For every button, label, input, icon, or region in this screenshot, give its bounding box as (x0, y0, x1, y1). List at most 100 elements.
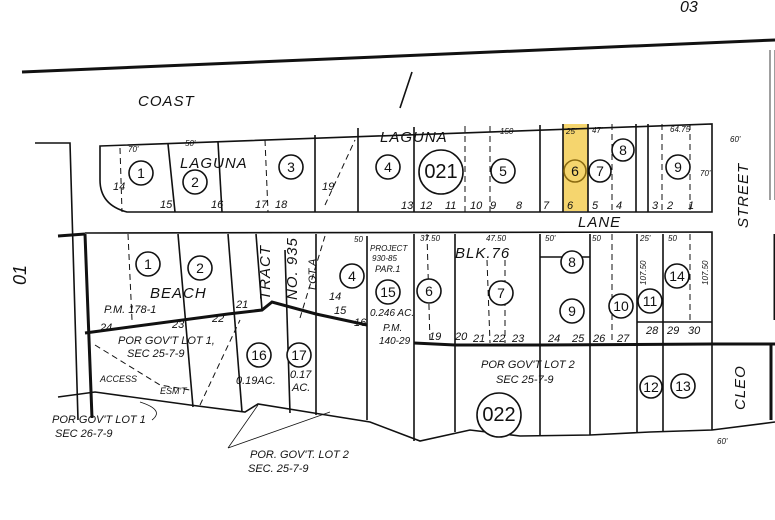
svg-text:107.50: 107.50 (639, 260, 648, 285)
svg-text:2: 2 (196, 260, 204, 276)
svg-text:ESM'T: ESM'T (160, 386, 188, 396)
parcel-circle[interactable]: 1 (128, 160, 154, 186)
svg-text:4: 4 (384, 159, 392, 175)
svg-text:3: 3 (652, 200, 659, 212)
parcel-circle[interactable]: 2 (187, 255, 213, 281)
svg-text:SEC 25-7-9: SEC 25-7-9 (496, 374, 553, 386)
svg-text:10: 10 (470, 200, 483, 212)
parcel-circle[interactable]: 10 (608, 293, 634, 319)
parcel-circle[interactable]: 7 (488, 280, 514, 306)
parcel-circle[interactable]: 14 (664, 263, 690, 289)
svg-text:29: 29 (666, 325, 679, 337)
svg-text:17: 17 (291, 347, 307, 363)
svg-text:14: 14 (113, 181, 125, 193)
side-page-label: 01 (10, 265, 30, 285)
upper-lot-lines (167, 124, 649, 213)
svg-text:19: 19 (322, 181, 334, 193)
svg-text:0.19AC.: 0.19AC. (236, 375, 276, 387)
street-coast: COAST (138, 93, 196, 110)
svg-text:POR. GOV'T. LOT 2: POR. GOV'T. LOT 2 (250, 449, 349, 461)
upper-block-boundary (99, 123, 713, 213)
svg-text:23: 23 (171, 319, 185, 331)
parcel-circle[interactable]: 12 (639, 375, 663, 399)
svg-text:150: 150 (500, 127, 514, 136)
svg-text:12: 12 (420, 200, 432, 212)
svg-text:AC.: AC. (291, 382, 310, 394)
parcel-circle[interactable]: 6 (416, 278, 442, 304)
svg-text:8: 8 (619, 142, 627, 158)
svg-text:7: 7 (596, 163, 604, 179)
svg-text:30: 30 (688, 325, 701, 337)
west-boundary (35, 142, 79, 421)
parcel-circle[interactable]: 7 (588, 159, 612, 183)
parcel-circle[interactable]: 8 (611, 138, 635, 162)
east-street-edge (769, 50, 775, 200)
street-laguna-top: LAGUNA (380, 129, 448, 146)
svg-text:022: 022 (482, 404, 515, 426)
svg-text:SEC 25-7-9: SEC 25-7-9 (127, 348, 184, 360)
survey-mark (399, 71, 413, 109)
svg-text:P.M. 178-1: P.M. 178-1 (104, 304, 156, 316)
svg-text:15: 15 (160, 199, 173, 211)
svg-text:0.246 AC.: 0.246 AC. (370, 308, 414, 319)
svg-text:64.75: 64.75 (670, 125, 691, 134)
parcel-circle[interactable]: 9 (559, 298, 585, 324)
svg-text:15: 15 (334, 305, 347, 317)
block-circle-021[interactable]: 021 (418, 149, 464, 195)
svg-text:50: 50 (592, 234, 601, 243)
svg-text:26: 26 (592, 333, 606, 345)
svg-text:9: 9 (568, 303, 576, 319)
upper-parcels: 1 2 3 4 021 5 6 7 8 9 (128, 138, 691, 195)
svg-text:47.50: 47.50 (486, 234, 507, 243)
page-number: 03 (680, 0, 698, 16)
svg-text:8: 8 (516, 200, 523, 212)
svg-text:16: 16 (211, 199, 224, 211)
svg-text:22: 22 (492, 333, 505, 345)
svg-text:15: 15 (380, 284, 396, 300)
svg-text:50: 50 (354, 235, 363, 244)
parcel-circle[interactable]: 4 (339, 263, 365, 289)
parcel-circle-selected[interactable]: 6 (563, 159, 587, 183)
parcel-circle[interactable]: 4 (375, 154, 401, 180)
parcel-circle[interactable]: 9 (665, 154, 691, 180)
svg-text:50: 50 (668, 234, 677, 243)
svg-text:50': 50' (545, 234, 556, 243)
svg-text:021: 021 (424, 161, 457, 183)
parcel-circle[interactable]: 17 (286, 342, 312, 368)
parcel-circle[interactable]: 16 (246, 342, 272, 368)
svg-text:1: 1 (137, 165, 145, 181)
svg-text:37.50: 37.50 (420, 234, 441, 243)
svg-text:14: 14 (669, 268, 685, 284)
svg-text:7: 7 (543, 200, 550, 212)
svg-text:21: 21 (235, 299, 248, 311)
svg-text:20: 20 (454, 331, 468, 343)
lower-heavy-lines (84, 234, 775, 420)
parcel-circle[interactable]: 13 (670, 373, 696, 399)
parcel-circle[interactable]: 8 (560, 250, 584, 274)
svg-text:9: 9 (674, 159, 682, 175)
svg-text:28: 28 (645, 325, 659, 337)
block-circle-022[interactable]: 022 (476, 392, 522, 438)
svg-text:13: 13 (401, 200, 414, 212)
parcel-circle[interactable]: 11 (637, 288, 663, 314)
svg-text:24: 24 (547, 333, 560, 345)
parcel-circle[interactable]: 5 (490, 158, 516, 184)
leader-line-lot1 (139, 401, 157, 421)
svg-text:60': 60' (730, 135, 741, 144)
parcel-circle[interactable]: 3 (278, 154, 304, 180)
annotations: TRACT NO. 935 LOT A P.M. 178-1 PROJECT 9… (52, 237, 575, 475)
svg-text:25': 25' (565, 127, 577, 136)
svg-text:16: 16 (251, 347, 267, 363)
parcel-circle[interactable]: 2 (182, 169, 208, 195)
svg-text:NO. 935: NO. 935 (284, 237, 301, 300)
parcel-circle[interactable]: 15 (375, 279, 401, 305)
street-beach: BEACH (150, 285, 207, 302)
parcel-circle[interactable]: 1 (135, 251, 161, 277)
leader-lines (227, 404, 331, 449)
svg-text:9: 9 (490, 200, 496, 212)
svg-text:6: 6 (425, 283, 433, 299)
svg-text:7: 7 (497, 285, 505, 301)
coast-highway-line (21, 38, 775, 74)
